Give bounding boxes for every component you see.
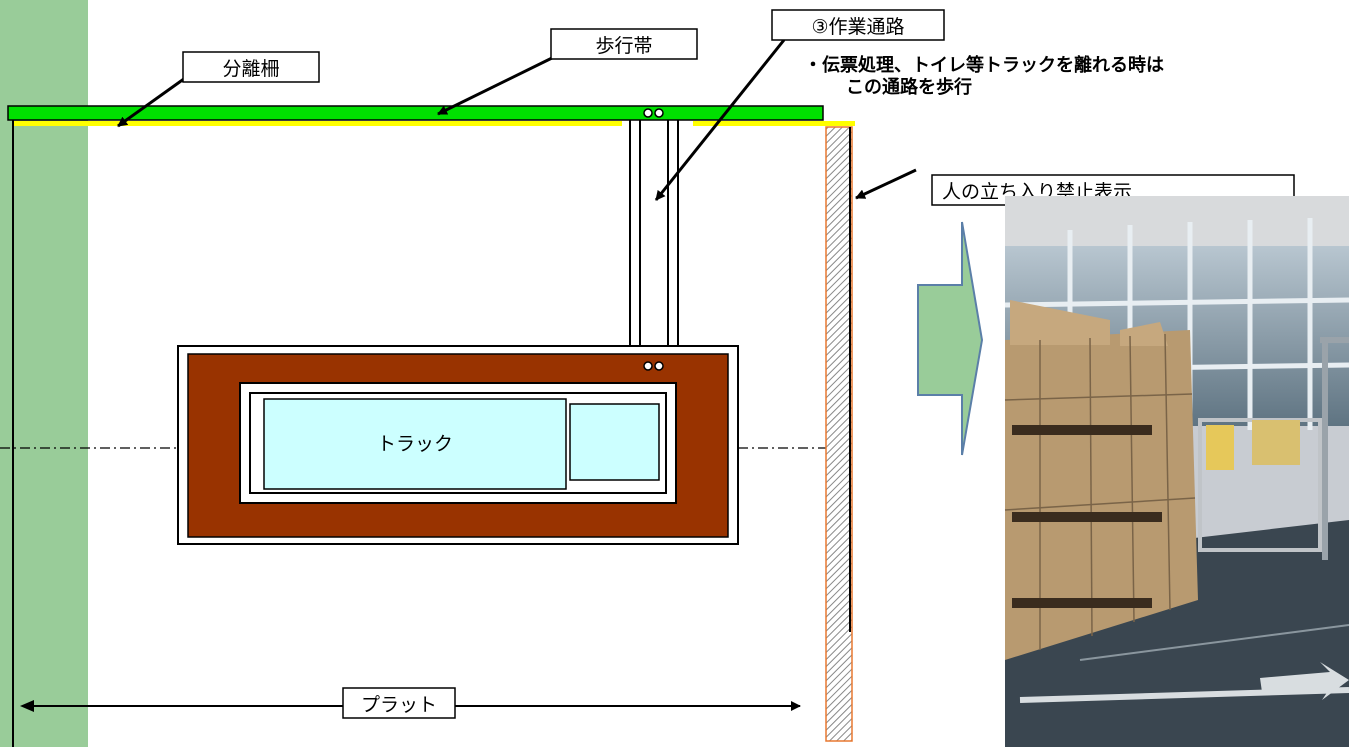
work-passage-pointer — [654, 39, 786, 201]
note-line-1: ・伝票処理、トイレ等トラックを離れる時は — [804, 54, 1164, 76]
truck-block: トラック — [177, 345, 739, 545]
separation-fence-pointer — [117, 74, 189, 128]
truck-body — [263, 398, 567, 490]
separation-fence-line-right — [693, 121, 855, 126]
separation-fence-line-left — [14, 121, 622, 126]
walkway-pointer — [437, 56, 553, 116]
arrow-left-head — [20, 700, 34, 712]
work-passage-label: ③作業通路 — [811, 16, 904, 38]
right-arrow-icon — [917, 221, 984, 456]
work-passage-label-box — [771, 9, 945, 41]
work-passage-lines — [629, 120, 679, 345]
walkway-label: 歩行帯 — [595, 35, 652, 57]
no-entry-hatched-strip — [825, 126, 853, 742]
platform-label-box — [342, 687, 456, 719]
walkway-label-box — [550, 28, 698, 60]
separation-fence-label-box — [182, 51, 320, 83]
platform-label: プラット — [361, 694, 437, 716]
truck-label: トラック — [377, 433, 453, 455]
no-entry-pointer — [855, 168, 917, 200]
double-circle-marker-icon — [643, 108, 664, 118]
double-circle-marker-icon — [643, 361, 664, 371]
note-line-2: この通路を歩行 — [846, 76, 972, 98]
photo-warehouse-boxes — [1004, 196, 1349, 747]
separation-fence-label: 分離柵 — [222, 58, 279, 80]
walkway-bar — [7, 105, 824, 121]
truck-cab — [569, 403, 660, 481]
